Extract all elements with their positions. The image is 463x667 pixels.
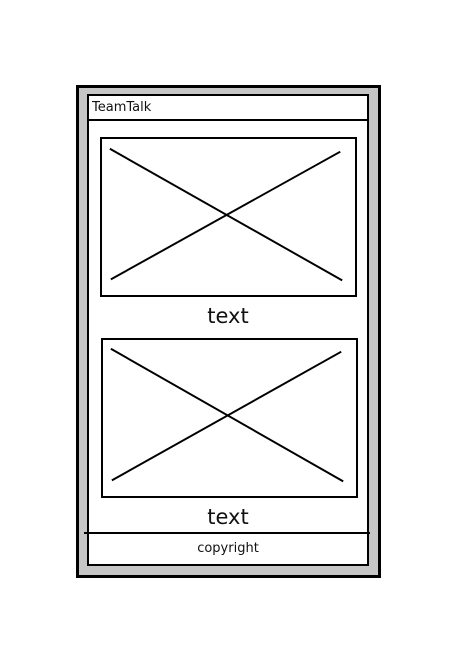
- app-title: TeamTalk: [92, 100, 152, 115]
- image-placeholder-2: [101, 338, 358, 498]
- image-placeholder-icon: [109, 147, 343, 282]
- footer-divider: [84, 532, 370, 534]
- caption-1: text: [207, 304, 249, 328]
- app-screen: TeamTalk text text copyright: [87, 94, 369, 566]
- app-footer: copyright: [89, 534, 367, 564]
- caption-2: text: [207, 505, 249, 529]
- image-placeholder-icon: [110, 347, 344, 483]
- copyright-label: copyright: [197, 541, 259, 556]
- app-header: TeamTalk: [89, 96, 367, 121]
- image-placeholder-1: [100, 137, 357, 297]
